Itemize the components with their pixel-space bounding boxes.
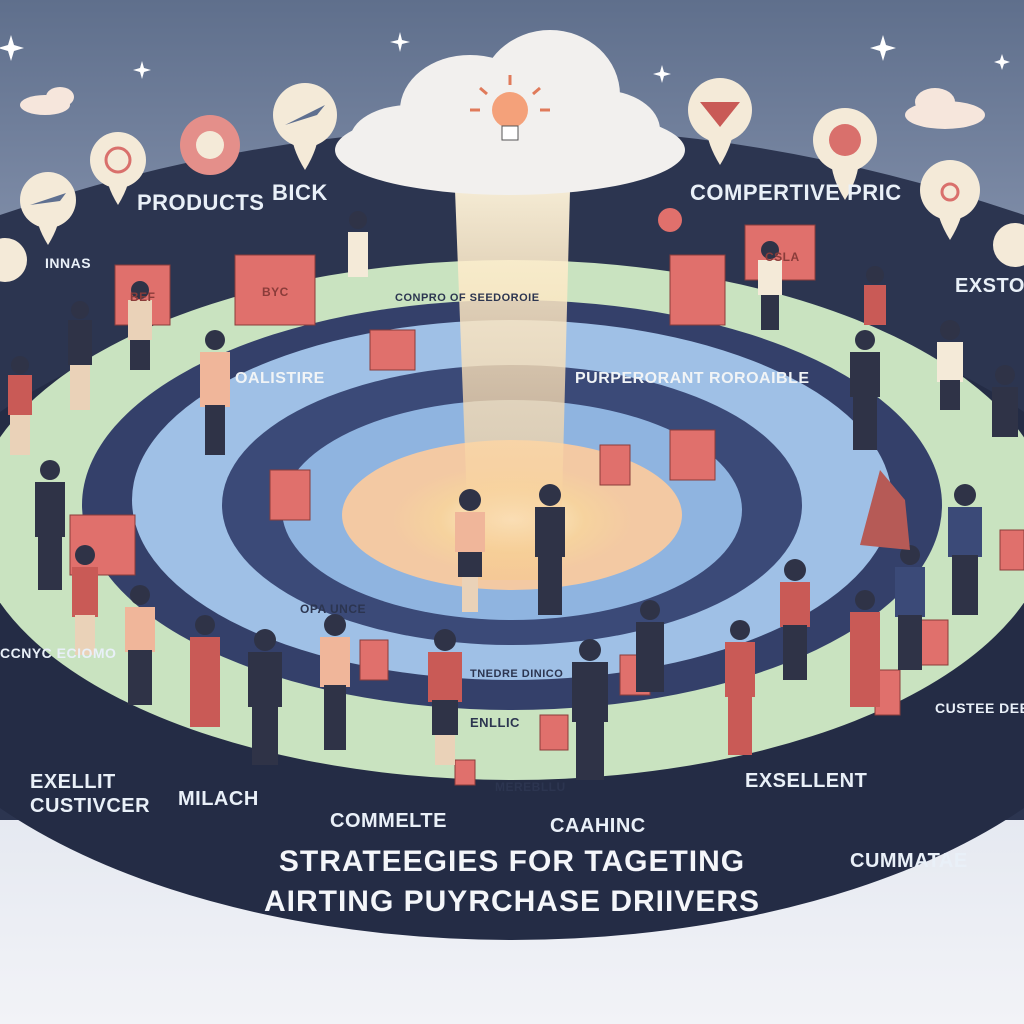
person: [455, 489, 485, 612]
bag-label-3: CSLA: [765, 250, 800, 264]
lightbulb-icon: [470, 75, 550, 141]
person: [780, 559, 810, 680]
label-merebllu: MEREBLLU: [495, 780, 566, 794]
person: [348, 211, 368, 277]
stars: [0, 32, 1010, 83]
person: [200, 330, 230, 455]
person: [850, 330, 880, 450]
person: [992, 365, 1018, 437]
label-products: PRODUCTS: [137, 190, 265, 215]
person: [8, 356, 32, 455]
person: [572, 639, 608, 780]
title-line-2: AIRTING PUYRCHASE DRIIVERS: [263, 885, 761, 918]
pin-target-icon: [90, 132, 146, 205]
person: [320, 614, 350, 750]
label-exsellent: EXSELLENT: [745, 770, 868, 792]
pin-airplane-icon: [20, 172, 76, 245]
person: [428, 629, 462, 765]
small-clouds: [20, 87, 985, 129]
bag-label-2: BYC: [262, 285, 289, 299]
person: [895, 545, 925, 670]
label-oalistire: OALISTIRE: [235, 370, 325, 387]
person: [128, 281, 152, 370]
label-purperorant: PURPERORANT ROROAIBLE: [575, 370, 810, 387]
person: [948, 484, 982, 615]
rock-icon: [860, 470, 910, 550]
person: [35, 460, 65, 590]
label-custee: CUSTEE DEELLIE: [935, 700, 1024, 716]
label-ccnyc: CCNYC ECIOMO: [0, 645, 117, 661]
label-compro: CONPRO OF SEEDOROIE: [395, 292, 540, 304]
pin-plane2-icon: [273, 83, 337, 170]
pin-right-edge-icon: [993, 223, 1024, 267]
label-exstor: EXSTORI: [955, 275, 1024, 297]
label-caahinc: CAAHINC: [550, 815, 646, 837]
label-cummatae: CUMMATAE: [850, 850, 968, 872]
label-exelut: EXELLIT CUSTIVCER: [30, 771, 151, 817]
person: [636, 600, 664, 692]
pin-sun-icon: [813, 108, 877, 200]
pin-left-edge-icon: [0, 238, 27, 282]
pin-diamond-icon: [688, 78, 752, 165]
label-innas: INNAS: [45, 255, 92, 271]
person: [125, 585, 155, 705]
person: [248, 629, 282, 765]
label-opange: OPA UNCE: [300, 602, 367, 616]
people: [8, 211, 1018, 780]
person: [864, 266, 886, 325]
pin-wifi-icon: [920, 160, 980, 240]
person: [758, 241, 782, 330]
label-enllic: ENLLIC: [470, 715, 520, 730]
person: [68, 301, 92, 410]
pin-gear-icon: [180, 115, 240, 175]
label-tnedre: TNEDRE DINICO: [470, 668, 564, 680]
label-bick: BICK: [272, 180, 328, 205]
title-line-1: STRATEEGIES FOR TAGETING: [278, 845, 746, 878]
bag-label-1: BEF: [130, 290, 156, 304]
person: [535, 484, 565, 615]
starburst-icon: [658, 208, 682, 232]
idea-cloud: [335, 30, 685, 195]
person: [937, 320, 963, 410]
person: [72, 545, 98, 655]
map-pins: [0, 78, 1024, 282]
label-milach: MILACH: [178, 788, 259, 810]
person: [725, 620, 755, 755]
label-competitive: COMPERTIVE PRIC: [690, 180, 902, 205]
person: [850, 590, 880, 707]
light-beam: [455, 190, 570, 580]
person: [190, 615, 220, 727]
label-commelte: COMMELTE: [330, 810, 447, 832]
